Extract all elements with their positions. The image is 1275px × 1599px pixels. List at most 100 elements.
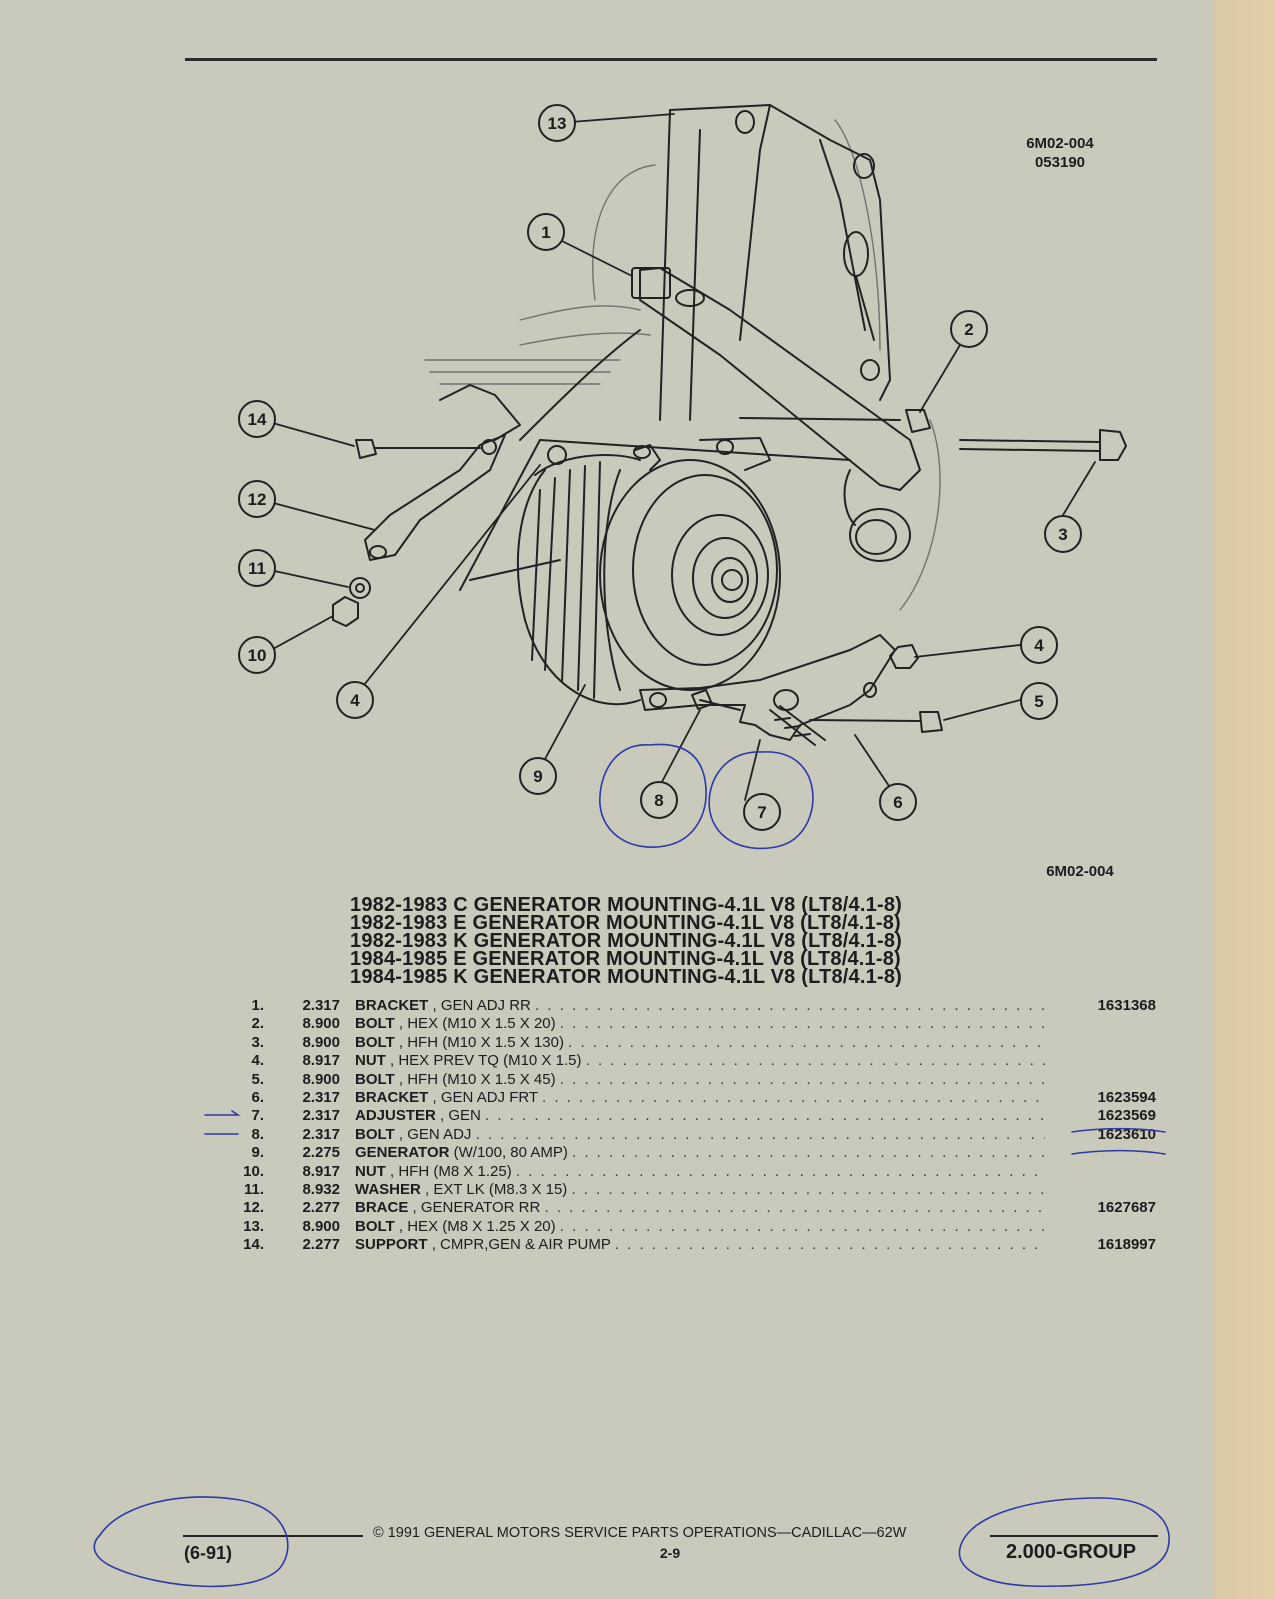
leader-dots: . . . . . . . . . . . . . . . . . . . . … xyxy=(571,1180,1045,1198)
part-description: BRACE , GENERATOR RR . . . . . . . . . .… xyxy=(355,1199,1045,1216)
leader-dots: . . . . . . . . . . . . . . . . . . . . … xyxy=(475,1125,1045,1143)
section-title: 1984-1985 E GENERATOR MOUNTING-4.1L V8 (… xyxy=(350,948,901,970)
part-description: ADJUSTER , GEN . . . . . . . . . . . . .… xyxy=(355,1107,1045,1124)
part-name: BRACE xyxy=(355,1199,409,1217)
group-number: 2.275 xyxy=(302,1144,340,1162)
part-description: WASHER , EXT LK (M8.3 X 15) . . . . . . … xyxy=(355,1181,1045,1198)
footer-rule-right xyxy=(990,1535,1158,1537)
callout-14: 13 xyxy=(548,114,567,133)
part-row: 8. 2.317 BOLT , GEN ADJ . . . . . . . . . … xyxy=(0,1126,1275,1144)
callout-6: 6 xyxy=(893,793,902,812)
callout-5: 5 xyxy=(1034,692,1043,711)
group-number: 2.277 xyxy=(302,1236,340,1254)
group-number: 8.932 xyxy=(302,1180,340,1198)
part-number: 11. xyxy=(243,1180,264,1198)
part-description: BOLT , HFH (M10 X 1.5 X 45) . . . . . . … xyxy=(355,1071,1045,1088)
parts-list: 1. 2.317 BRACKET , GEN ADJ RR . . . . . . … xyxy=(0,997,1275,1254)
group-number: 8.900 xyxy=(302,1015,340,1033)
part-number: 4. xyxy=(251,1052,264,1070)
part-row: 7. 2.317 ADJUSTER , GEN . . . . . . . . . … xyxy=(0,1107,1275,1125)
bracket-6 xyxy=(639,634,896,741)
leader-dots: . . . . . . . . . . . . . . . . . . . . … xyxy=(559,1217,1045,1235)
part-number: 5. xyxy=(251,1070,264,1088)
part-detail: , GEN ADJ FRT xyxy=(432,1088,538,1106)
part-description: NUT , HFH (M8 X 1.25) . . . . . . . . . … xyxy=(355,1163,1045,1180)
part-name: BOLT xyxy=(355,1070,395,1088)
group-number: 2.317 xyxy=(302,1088,340,1106)
part-description: BOLT , HEX (M8 X 1.25 X 20) . . . . . . … xyxy=(355,1218,1045,1235)
group-number: 8.917 xyxy=(302,1052,340,1070)
section-title: 1982-1983 C GENERATOR MOUNTING-4.1L V8 (… xyxy=(350,894,903,916)
part-description: GENERATOR (W/100, 80 AMP) . . . . . . . … xyxy=(355,1144,1045,1161)
part-description: BRACKET , GEN ADJ RR . . . . . . . . . .… xyxy=(355,997,1045,1014)
part-number: 3. xyxy=(251,1033,264,1051)
part-number: 7. xyxy=(251,1107,264,1125)
callout-2: 2 xyxy=(964,320,973,339)
brace-12 xyxy=(364,434,506,561)
leader-dots: . . . . . . . . . . . . . . . . . . . . … xyxy=(559,1015,1045,1033)
part-number: 8. xyxy=(251,1125,264,1143)
group-label: 2.000-GROUP xyxy=(1006,1541,1137,1563)
callout-10: 10 xyxy=(248,646,267,665)
leader-dots: . . . . . . . . . . . . . . . . . . . . … xyxy=(572,1144,1045,1162)
footer-rule-left xyxy=(183,1535,363,1537)
part-number: 14. xyxy=(243,1236,264,1254)
group-number: 2.317 xyxy=(302,1125,340,1143)
group-number: 2.317 xyxy=(302,1107,340,1125)
part-description: BOLT , HEX (M10 X 1.5 X 20) . . . . . . … xyxy=(355,1015,1045,1032)
callout-4-right: 4 xyxy=(1034,636,1044,655)
part-name: BOLT xyxy=(355,1015,395,1033)
part-detail: , HEX (M8 X 1.25 X 20) xyxy=(398,1217,556,1235)
callout-9: 9 xyxy=(533,767,542,786)
callout-1: 1 xyxy=(541,223,550,242)
part-detail: , EXT LK (M8.3 X 15) xyxy=(425,1180,568,1198)
part-name: BOLT xyxy=(355,1033,395,1051)
leader-lines xyxy=(261,113,1096,801)
callout-13: 14 xyxy=(248,410,267,429)
part-name: BOLT xyxy=(355,1217,395,1235)
part-detail: (W/100, 80 AMP) xyxy=(453,1144,568,1162)
part-detail: , CMPR,GEN & AIR PUMP xyxy=(431,1236,611,1254)
part-pn: 1623610 xyxy=(1097,1125,1156,1143)
part-pn: 1618997 xyxy=(1097,1236,1156,1254)
leader-dots: . . . . . . . . . . . . . . . . . . . . … xyxy=(559,1070,1045,1088)
part-name: BOLT xyxy=(355,1125,395,1143)
callout-12: 12 xyxy=(248,490,267,509)
leader-dots: . . . . . . . . . . . . . . . . . . . . … xyxy=(515,1162,1045,1180)
figure-code: 6M02-004 053190 xyxy=(1005,134,1115,172)
part-number: 1. xyxy=(251,997,264,1014)
part-pn: 1631368 xyxy=(1097,997,1156,1014)
part-number: 2. xyxy=(251,1015,264,1033)
part-description: BOLT , GEN ADJ . . . . . . . . . . . . .… xyxy=(355,1126,1045,1143)
part-description: SUPPORT , CMPR,GEN & AIR PUMP . . . . . … xyxy=(355,1236,1045,1253)
part-detail: , HFH (M10 X 1.5 X 45) xyxy=(398,1070,556,1088)
group-number: 8.900 xyxy=(302,1217,340,1235)
part-description: BOLT , HFH (M10 X 1.5 X 130) . . . . . .… xyxy=(355,1034,1045,1051)
leader-dots: . . . . . . . . . . . . . . . . . . . . … xyxy=(568,1033,1045,1051)
part-number: 10. xyxy=(243,1162,264,1180)
part-detail: , GEN ADJ RR xyxy=(432,997,531,1014)
leader-dots: . . . . . . . . . . . . . . . . . . . . … xyxy=(544,1199,1045,1217)
engine-outline xyxy=(424,119,941,611)
callout-circles xyxy=(238,104,1082,831)
part-name: GENERATOR xyxy=(355,1144,450,1162)
footer-copyright: © 1991 GENERAL MOTORS SERVICE PARTS OPER… xyxy=(373,1525,907,1541)
part-pn: 1623594 xyxy=(1097,1088,1156,1106)
generator xyxy=(516,437,781,706)
leader-dots: . . . . . . . . . . . . . . . . . . . . … xyxy=(585,1052,1045,1070)
part-pn: 1623569 xyxy=(1097,1107,1156,1125)
part-number: 6. xyxy=(251,1088,264,1106)
part-row: 14. 2.277 SUPPORT , CMPR,GEN & AIR PUMP . … xyxy=(0,1236,1275,1254)
part-detail: , HEX (M10 X 1.5 X 20) xyxy=(398,1015,556,1033)
callout-11: 11 xyxy=(248,559,266,578)
caption-code: 6M02-004 xyxy=(1046,863,1114,880)
part-name: NUT xyxy=(355,1052,386,1070)
callout-4-left: 4 xyxy=(350,691,360,710)
part-pn: 1627687 xyxy=(1097,1199,1156,1217)
leader-dots: . . . . . . . . . . . . . . . . . . . . … xyxy=(542,1088,1045,1106)
